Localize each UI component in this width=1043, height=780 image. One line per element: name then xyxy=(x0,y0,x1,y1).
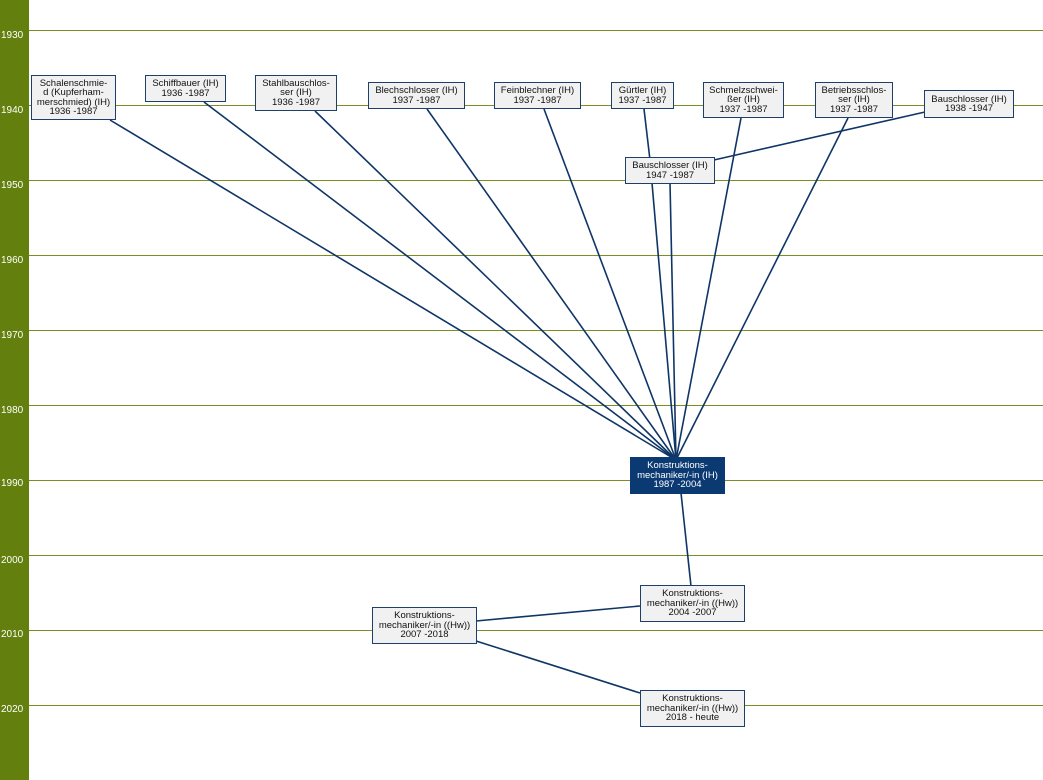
node-bauschlosser-1938[interactable]: Bauschlosser (IH) 1938 -1947 xyxy=(924,90,1014,118)
node-konstruktionsmechaniker-ih[interactable]: Konstruktions- mechaniker/-in (IH) 1987 … xyxy=(630,457,725,494)
node-stahlbauschlosser[interactable]: Stahlbauschlos- ser (IH) 1936 -1987 xyxy=(255,75,337,111)
node-name-line: Konstruktions- xyxy=(662,693,723,705)
link-line xyxy=(713,111,926,161)
link-line xyxy=(475,640,641,694)
link-line xyxy=(109,119,677,461)
node-period: 2007 -2018 xyxy=(400,629,449,641)
node-period: 2018 - heute xyxy=(665,712,720,724)
year-gridline xyxy=(29,405,1043,406)
node-name-line: Stahlbauschlos- xyxy=(262,77,330,89)
node-period: 1936 -1987 xyxy=(161,87,210,99)
node-konstruktionsmechaniker-hw-2004[interactable]: Konstruktions- mechaniker/-in ((Hw)) 200… xyxy=(640,585,745,622)
year-label: 1980 xyxy=(1,405,24,416)
node-bauschlosser-1947[interactable]: Bauschlosser (IH) 1947 -1987 xyxy=(625,157,715,184)
year-gridline xyxy=(29,330,1043,331)
node-name-line: ßer (IH) xyxy=(727,94,760,106)
node-period: 2004 -2007 xyxy=(668,607,717,619)
node-name-line: Konstruktions- xyxy=(647,460,708,472)
link-line xyxy=(475,605,641,622)
link-line xyxy=(426,108,677,461)
node-name-line: Betriebsschlos- xyxy=(821,84,887,96)
year-label: 2010 xyxy=(1,629,24,640)
node-name-line: d (Kupferham- xyxy=(43,87,104,98)
node-konstruktionsmechaniker-hw-2018[interactable]: Konstruktions- mechaniker/-in ((Hw)) 201… xyxy=(640,690,745,727)
node-period: 1937 -1987 xyxy=(829,103,879,115)
node-name-line: ser (IH) xyxy=(280,87,312,99)
link-line xyxy=(203,101,677,461)
node-name-line: mechaniker/-in ((Hw)) xyxy=(646,702,739,714)
year-gridline xyxy=(29,630,1043,631)
node-blechschlosser[interactable]: Blechschlosser (IH) 1937 -1987 xyxy=(368,82,465,109)
node-period: 1937 -1987 xyxy=(719,103,768,115)
node-name-line: mechaniker/-in (IH) xyxy=(637,469,718,481)
node-period: 1937 -1987 xyxy=(618,94,667,106)
node-name-line: Schmelzschwei- xyxy=(709,84,778,96)
link-line xyxy=(669,182,677,461)
link-line xyxy=(643,108,651,161)
node-schiffbauer[interactable]: Schiffbauer (IH) 1936 -1987 xyxy=(145,75,226,102)
link-line xyxy=(680,492,692,587)
node-period: 1947 -1987 xyxy=(645,169,695,181)
node-betriebsschlosser[interactable]: Betriebsschlos- ser (IH) 1937 -1987 xyxy=(815,82,893,118)
node-period: 1987 -2004 xyxy=(653,479,702,491)
year-label: 1970 xyxy=(1,330,24,341)
year-label: 1990 xyxy=(1,478,24,489)
timeline-axis xyxy=(0,0,29,780)
node-schalenschmied[interactable]: Schalenschmie- d (Kupferham- merschmied)… xyxy=(31,75,116,120)
year-label: 1930 xyxy=(1,30,24,41)
node-name-line: ser (IH) xyxy=(838,94,870,106)
node-name-line: Bauschlosser (IH) xyxy=(931,93,1007,105)
node-konstruktionsmechaniker-hw-2007[interactable]: Konstruktions- mechaniker/-in ((Hw)) 200… xyxy=(372,607,477,644)
link-line xyxy=(675,117,849,461)
year-label: 2000 xyxy=(1,555,24,566)
node-name-line: Konstruktions- xyxy=(394,610,455,622)
node-feinblechner[interactable]: Feinblechner (IH) 1937 -1987 xyxy=(494,82,581,109)
node-period: 1937 -1987 xyxy=(513,94,562,106)
year-gridline xyxy=(29,555,1043,556)
year-gridline xyxy=(29,180,1043,181)
year-label: 1960 xyxy=(1,255,24,266)
node-name-line: mechaniker/-in ((Hw)) xyxy=(646,597,739,609)
link-line xyxy=(543,108,677,461)
node-name-line: Konstruktions- xyxy=(662,588,723,600)
node-period: 1937 -1987 xyxy=(392,94,441,106)
link-line xyxy=(675,117,742,461)
year-gridline xyxy=(29,480,1043,481)
node-name-line: merschmied) (IH) xyxy=(36,96,111,108)
link-line xyxy=(651,182,677,461)
node-name-line: Gürtler (IH) xyxy=(618,85,667,96)
node-schmelzschweisser[interactable]: Schmelzschwei- ßer (IH) 1937 -1987 xyxy=(703,82,784,118)
year-gridline xyxy=(29,705,1043,706)
year-gridline xyxy=(29,255,1043,256)
year-label: 1950 xyxy=(1,180,24,191)
link-line xyxy=(314,110,677,461)
node-name-line: Blechschlosser (IH) xyxy=(375,85,458,96)
node-guertler[interactable]: Gürtler (IH) 1937 -1987 xyxy=(611,82,674,109)
year-gridline xyxy=(29,30,1043,31)
node-name-line: mechaniker/-in ((Hw)) xyxy=(378,619,471,631)
node-period: 1936 -1987 xyxy=(271,96,321,108)
node-name-line: Schiffbauer (IH) xyxy=(152,78,219,89)
year-label: 1940 xyxy=(1,105,24,116)
node-name-line: Bauschlosser (IH) xyxy=(632,160,708,171)
node-period: 1938 -1947 xyxy=(944,103,994,114)
node-name-line: Schalenschmie- xyxy=(39,77,108,89)
node-name-line: Feinblechner (IH) xyxy=(500,85,575,96)
node-period: 1936 -1987 xyxy=(49,106,98,117)
year-label: 2020 xyxy=(1,704,24,715)
